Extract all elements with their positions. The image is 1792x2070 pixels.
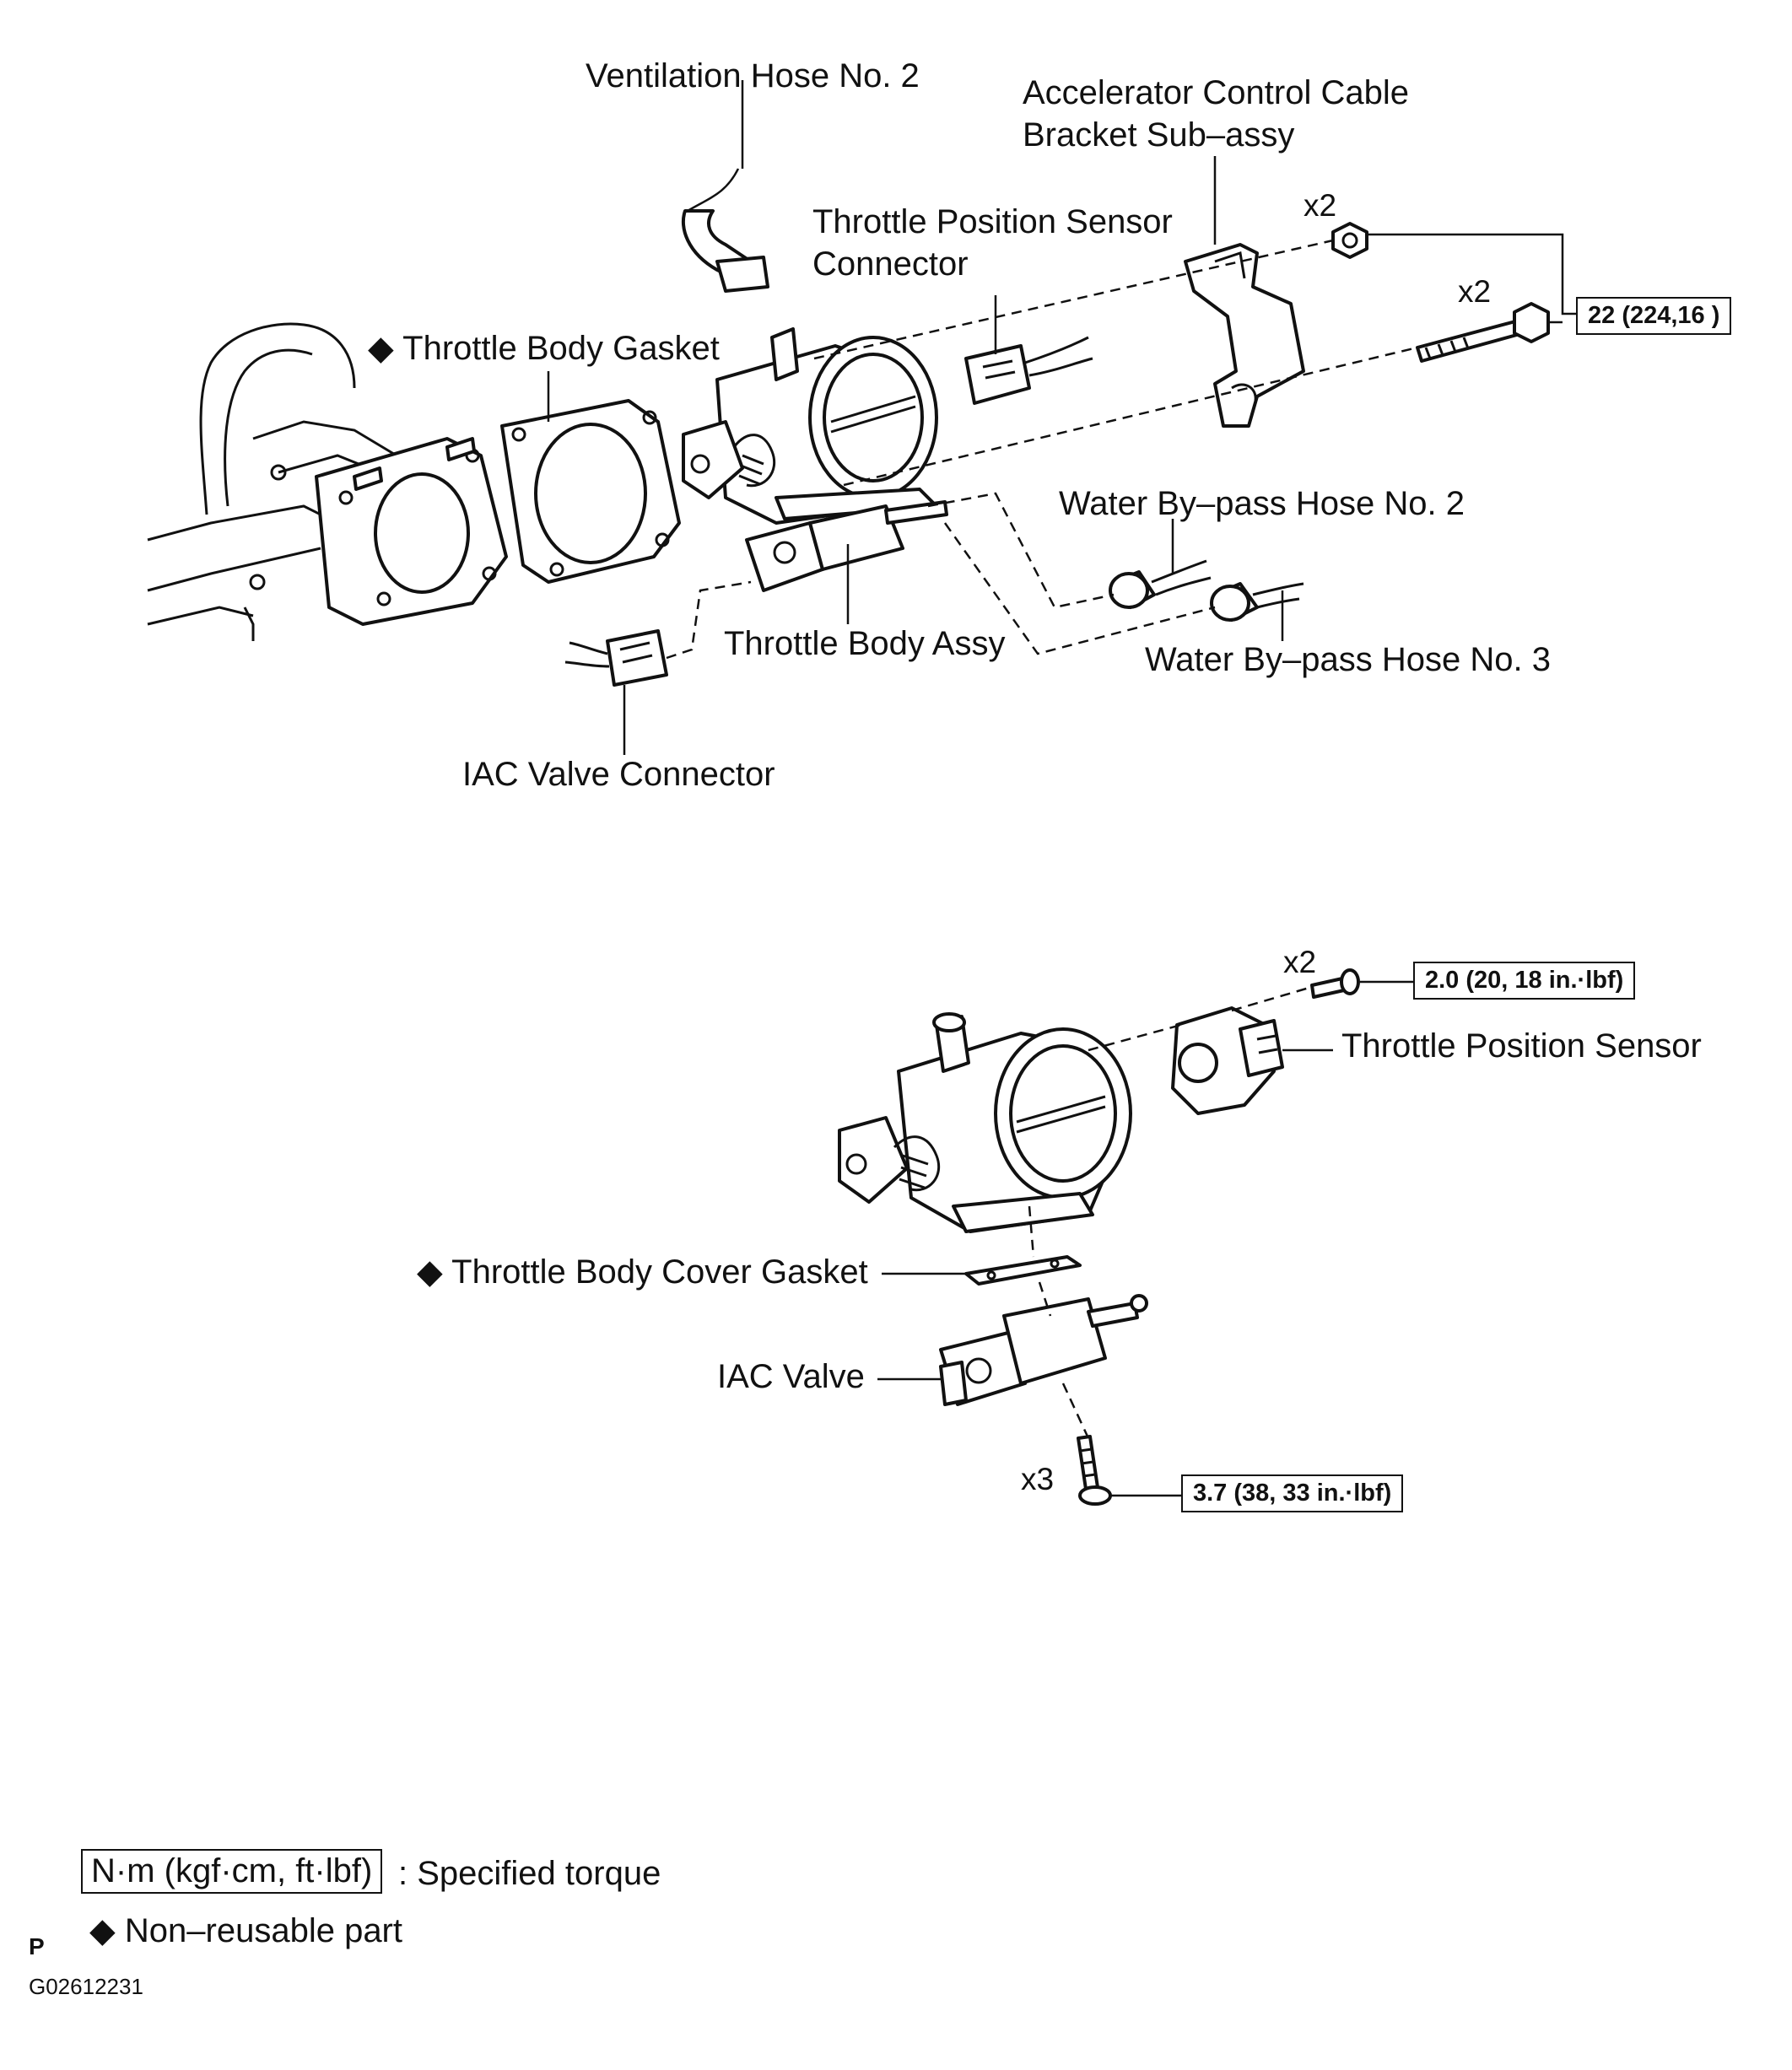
torque-box-tps: 2.0 (20, 18 in.·lbf) [1413, 962, 1636, 1000]
water-bypass-hose-2 [1109, 559, 1212, 609]
tps-screw [1310, 968, 1360, 999]
label-ventilation-hose: Ventilation Hose No. 2 [586, 57, 920, 94]
dash-vertical-iac [1028, 1205, 1090, 1439]
label-accelerator-bracket: Accelerator Control Cable Bracket Sub–as… [1023, 72, 1409, 156]
label-accelerator-bracket-line2: Bracket Sub–assy [1023, 116, 1295, 154]
dash-hose3 [943, 522, 1216, 655]
label-accelerator-bracket-line1: Accelerator Control Cable [1023, 74, 1409, 111]
qty-tps-screw: x2 [1283, 945, 1317, 979]
nonreusable-diamond-icon: ◆ [417, 1253, 443, 1291]
throttle-body-detail [838, 1012, 1132, 1233]
label-water-hose-3: Water By–pass Hose No. 3 [1145, 641, 1551, 678]
label-iac-valve: IAC Valve [717, 1358, 865, 1395]
throttle-body-assy [682, 327, 938, 525]
intake-manifold [147, 322, 397, 641]
torque-box-bracket: 22 (224,16 ) [1576, 297, 1732, 335]
dash-tps-to-screw [1231, 985, 1313, 1012]
label-iac-valve-connector: IAC Valve Connector [462, 756, 775, 793]
dash-tps-to-bracket [813, 239, 1334, 360]
throttle-position-sensor [1171, 1006, 1284, 1115]
label-tps-connector: Throttle Position Sensor Connector [812, 201, 1173, 285]
nonreusable-diamond-icon: ◆ [89, 1911, 116, 1950]
manifold-flange [315, 437, 508, 626]
label-cover-gasket-text: Throttle Body Cover Gasket [451, 1253, 868, 1291]
footer-code: G02612231 [29, 1974, 143, 1999]
dash-iac-conn [666, 580, 752, 660]
qty-iac-screw: x3 [1021, 1462, 1055, 1496]
label-tps-connector-line1: Throttle Position Sensor [812, 203, 1173, 240]
throttle-body-gasket [500, 399, 681, 584]
footer-letter: P [29, 1933, 45, 1959]
ventilation-hose [681, 80, 769, 293]
dash-tb-to-bolt [843, 346, 1418, 487]
bracket-fasteners [1331, 222, 1550, 363]
water-bypass-hose-3 [1210, 582, 1304, 622]
torque-box-iac: 3.7 (38, 33 in.·lbf) [1181, 1474, 1404, 1512]
label-throttle-body-assy: Throttle Body Assy [724, 625, 1006, 662]
qty-bracket-nut: x2 [1304, 188, 1337, 223]
legend-torque-unit-box: N·m (kgf·cm, ft·lbf) [81, 1849, 383, 1894]
legend-nonreusable: ◆ Non–reusable part [89, 1910, 402, 1952]
iac-valve-top [745, 500, 948, 592]
dash-hose2 [927, 492, 1115, 609]
qty-bracket-bolt: x2 [1458, 274, 1492, 309]
label-throttle-body-gasket-text: Throttle Body Gasket [402, 330, 720, 367]
accelerator-bracket [1184, 243, 1305, 428]
nonreusable-diamond-icon: ◆ [368, 329, 394, 368]
tps-connector [964, 336, 1093, 405]
iac-valve-connector [564, 629, 668, 687]
iac-screw [1077, 1435, 1112, 1506]
label-throttle-position-sensor: Throttle Position Sensor [1341, 1027, 1702, 1065]
iac-valve-detail [939, 1294, 1148, 1406]
label-throttle-body-cover-gasket: ◆ Throttle Body Cover Gasket [417, 1251, 868, 1293]
throttle-body-cover-gasket [964, 1255, 1082, 1286]
legend-torque-text: : Specified torque [398, 1855, 661, 1892]
label-water-hose-2: Water By–pass Hose No. 2 [1059, 485, 1465, 522]
legend-nonreusable-text: Non–reusable part [124, 1912, 402, 1949]
label-tps-connector-line2: Connector [812, 245, 969, 283]
label-throttle-body-gasket: ◆ Throttle Body Gasket [368, 327, 720, 369]
